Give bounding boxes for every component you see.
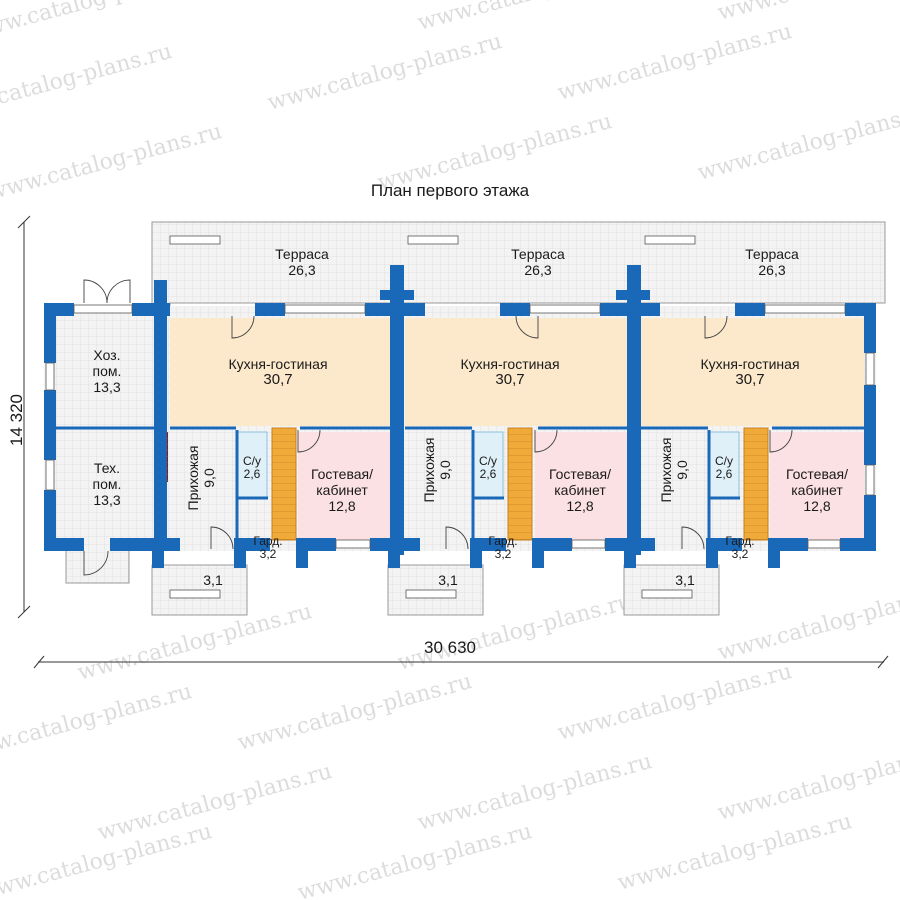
room-area: 2,6 <box>243 467 261 481</box>
room-name: Хоз. пом. <box>92 347 122 379</box>
room-area: 12,8 <box>566 498 594 514</box>
room-area: 2,6 <box>715 467 733 481</box>
outer-walls <box>44 265 876 568</box>
room-name: Прихожая <box>658 437 674 503</box>
room-area: 26,3 <box>524 262 552 278</box>
guest-label-1: Гостевая/ кабинет 12,8 <box>311 466 373 514</box>
room-area: 30,7 <box>495 371 525 388</box>
stair-1 <box>271 427 297 541</box>
guest-floor-2 <box>535 432 627 540</box>
room-name: Терраса <box>275 246 329 262</box>
guest-floor-3 <box>770 432 864 540</box>
dimension-width: 30 630 <box>424 638 476 657</box>
hall-label-1: Прихожая 9,0 <box>185 446 217 511</box>
stair-2 <box>507 427 533 541</box>
kitchen-label-2: Кухня-гостиная 30,7 <box>460 356 559 388</box>
bath-floor-1 <box>236 431 268 499</box>
room-xoz: Хоз. пом. 13,3 <box>93 347 122 395</box>
ward-label-1: Гард. 3,2 <box>253 535 282 561</box>
room-name: Гостевая/ кабинет <box>548 466 612 498</box>
room-name: Гард. <box>725 534 755 548</box>
room-area: 26,3 <box>288 262 316 278</box>
bath-label-1: С/у 2,6 <box>243 455 261 481</box>
kitchen-floor-1 <box>170 318 390 426</box>
room-name: С/у <box>479 454 497 468</box>
room-area: 2,6 <box>479 467 497 481</box>
porch-label-3: 3,1 <box>675 572 694 588</box>
room-name: Терраса <box>745 246 799 262</box>
room-area: 3,2 <box>259 547 277 561</box>
room-name: Гард. <box>488 534 518 548</box>
room-name: Кухня-гостиная <box>700 356 800 372</box>
hall-label-3: Прихожая 9,0 <box>658 438 690 503</box>
room-area: 30,7 <box>263 371 293 388</box>
dimension-height: 14 320 <box>7 394 26 446</box>
ward-label-2: Гард. 3,2 <box>488 535 517 561</box>
bath-floor-2 <box>472 431 504 499</box>
room-area: 3,2 <box>494 547 512 561</box>
room-tex: Тех. пом. 13,3 <box>93 460 122 508</box>
room-name: С/у <box>243 454 261 468</box>
room-area: 30,7 <box>735 371 765 388</box>
doors <box>83 279 793 576</box>
room-area: 9,0 <box>437 460 453 480</box>
kitchen-floor-3 <box>640 318 864 426</box>
room-name: Гостевая/ кабинет <box>310 466 374 498</box>
room-name: Терраса <box>511 246 565 262</box>
guest-label-2: Гостевая/ кабинет 12,8 <box>549 466 611 514</box>
room-name: С/у <box>715 454 733 468</box>
stair-3 <box>743 427 769 541</box>
ward-label-3: Гард. 3,2 <box>725 535 754 561</box>
hall-label-2: Прихожая 9,0 <box>421 438 453 503</box>
terrace-label-3: Терраса 26,3 <box>745 246 799 278</box>
room-name: Прихожая <box>421 437 437 503</box>
room-area: 9,0 <box>201 468 217 488</box>
bath-floor-3 <box>708 431 740 499</box>
room-name: Кухня-гостиная <box>460 356 560 372</box>
terrace-label-2: Терраса 26,3 <box>511 246 565 278</box>
kitchen-floor-2 <box>405 318 627 426</box>
room-name: Кухня-гостиная <box>228 356 328 372</box>
room-name: Тех. пом. <box>92 460 122 492</box>
room-area: 13,3 <box>93 379 121 395</box>
room-area: 9,0 <box>674 460 690 480</box>
bath-label-3: С/у 2,6 <box>715 455 733 481</box>
room-name: Гостевая/ кабинет <box>785 466 849 498</box>
room-name: Прихожая <box>185 445 201 511</box>
porch-label-2: 3,1 <box>438 572 457 588</box>
room-area: 26,3 <box>758 262 786 278</box>
room-area: 3,1 <box>675 572 695 588</box>
room-area: 12,8 <box>328 498 356 514</box>
room-name: Гард. <box>253 534 283 548</box>
dimension-lines <box>17 215 889 669</box>
terrace-label-1: Терраса 26,3 <box>275 246 329 278</box>
room-area: 12,8 <box>803 498 831 514</box>
plan-title: План первого этажа <box>370 181 530 200</box>
guest-floor-1 <box>298 432 390 540</box>
room-area: 3,2 <box>731 547 749 561</box>
kitchen-label-1: Кухня-гостиная 30,7 <box>228 356 327 388</box>
room-area: 13,3 <box>93 492 121 508</box>
porch-label-1: 3,1 <box>203 572 222 588</box>
room-area: 3,1 <box>438 572 458 588</box>
kitchen-label-3: Кухня-гостиная 30,7 <box>700 356 799 388</box>
thin-walls <box>52 426 864 540</box>
windows <box>45 235 875 599</box>
bath-label-2: С/у 2,6 <box>479 455 497 481</box>
room-area: 3,1 <box>203 572 223 588</box>
guest-label-3: Гостевая/ кабинет 12,8 <box>786 466 848 514</box>
